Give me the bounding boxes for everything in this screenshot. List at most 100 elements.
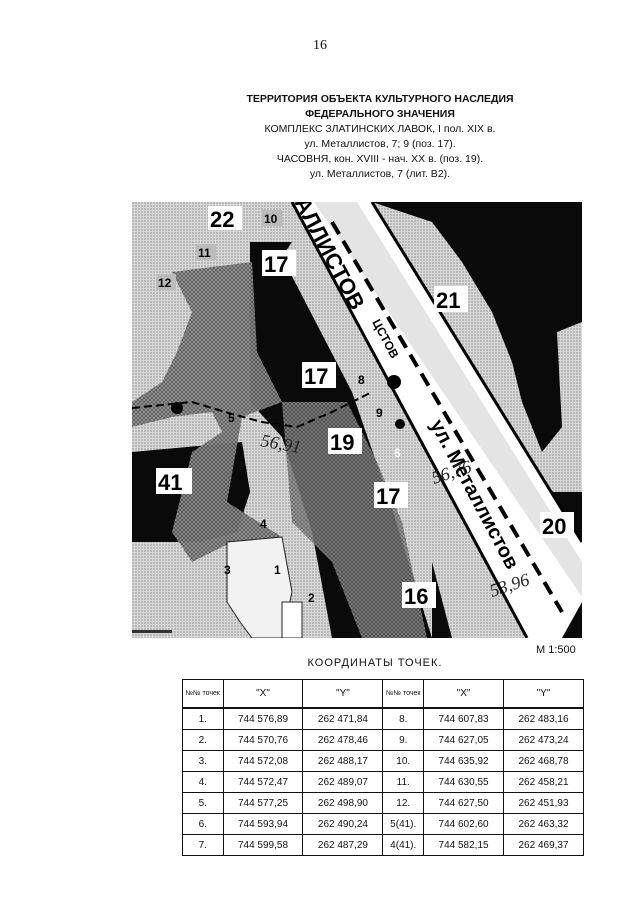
header-point-no: №№ точек bbox=[182, 679, 224, 709]
table-cell: 744 570,76 bbox=[222, 729, 304, 751]
table-cell: 262 469,37 bbox=[503, 834, 584, 856]
table-cell: 262 471,84 bbox=[302, 707, 384, 730]
coordinates-table: №№ точек "X" "Y" №№ точек "X" "Y" 1.744 … bbox=[182, 679, 584, 856]
page-number: 16 bbox=[313, 38, 327, 53]
table-cell: 262 468,78 bbox=[503, 750, 584, 772]
table-cell: 744 599,58 bbox=[222, 834, 304, 856]
point-label-1: 1 bbox=[274, 563, 281, 577]
heritage-territory bbox=[132, 262, 282, 562]
table-cell: 744 576,89 bbox=[222, 707, 304, 730]
table-cell: 6. bbox=[182, 813, 224, 835]
header-x-2: "X" bbox=[423, 679, 505, 709]
title-line-1: ТЕРРИТОРИЯ ОБЪЕКТА КУЛЬТУРНОГО НАСЛЕДИЯ bbox=[246, 93, 514, 105]
table-cell: 4(41). bbox=[382, 834, 425, 856]
point-label-12: 12 bbox=[158, 276, 172, 290]
table-cell: 744 593,94 bbox=[222, 813, 304, 835]
table-cell: 10. bbox=[382, 750, 425, 772]
block-16-mass bbox=[432, 562, 452, 638]
table-cell: 11. bbox=[382, 771, 425, 793]
table-cell: 744 572,08 bbox=[222, 750, 304, 772]
table-cell: 9. bbox=[382, 729, 425, 751]
block-label-21: 21 bbox=[436, 288, 460, 313]
table-cell: 744 582,15 bbox=[423, 834, 505, 856]
table-cell: 744 572,47 bbox=[222, 771, 304, 793]
point-label-3: 3 bbox=[224, 563, 231, 577]
table-cell: 262 490,24 bbox=[302, 813, 384, 835]
table-cell: 5. bbox=[182, 792, 224, 814]
point-label-11: 11 bbox=[198, 246, 211, 260]
title-line-2: ФЕДЕРАЛЬНОГО ЗНАЧЕНИЯ bbox=[305, 108, 455, 120]
street-band bbox=[292, 202, 582, 638]
block-label-16: 16 bbox=[404, 584, 428, 609]
building-small bbox=[281, 601, 303, 638]
scale-ruler bbox=[132, 630, 172, 633]
street-centerline bbox=[330, 220, 564, 614]
title-line-3: КОМПЛЕКС ЗЛАТИНСКИХ ЛАВОК, I пол. XIX в. bbox=[264, 123, 496, 135]
table-cell: 744 635,92 bbox=[423, 750, 505, 772]
boundary-line bbox=[132, 391, 373, 429]
table-cell: 262 478,46 bbox=[302, 729, 384, 751]
table-cell: 262 463,32 bbox=[503, 813, 584, 835]
document-title: ТЕРРИТОРИЯ ОБЪЕКТА КУЛЬТУРНОГО НАСЛЕДИЯ … bbox=[200, 92, 560, 182]
point-label-8: 8 bbox=[358, 373, 365, 387]
table-cell: 7. bbox=[182, 834, 224, 856]
table-cell: 744 577,25 bbox=[222, 792, 304, 814]
site-plan-svg: 22 17 17 21 19 4 1 17 20 16 10 11 12 bbox=[132, 202, 582, 638]
point-label-5: 5 bbox=[228, 411, 235, 425]
table-cell: 262 458,21 bbox=[503, 771, 584, 793]
table-cell: 744 627,05 bbox=[423, 729, 505, 751]
street-edge-left bbox=[290, 202, 529, 638]
block-label-17c: 17 bbox=[376, 484, 400, 509]
table-cell: 262 489,07 bbox=[302, 771, 384, 793]
block-label-17b: 17 bbox=[304, 364, 328, 389]
header-point-no-2: №№ точек bbox=[382, 679, 425, 709]
point-marker-9 bbox=[395, 419, 405, 429]
table-cell: 744 607,83 bbox=[423, 707, 505, 730]
coordinates-title: КООРДИНАТЫ ТОЧЕК. bbox=[307, 657, 443, 669]
street-edge-right bbox=[370, 202, 582, 543]
block-label-17a: 17 bbox=[264, 252, 288, 277]
table-cell: 1. bbox=[182, 707, 224, 730]
header-y-2: "Y" bbox=[503, 679, 584, 709]
table-cell: 12. bbox=[382, 792, 425, 814]
block-label-20: 20 bbox=[542, 514, 566, 539]
table-cell: 744 630,55 bbox=[423, 771, 505, 793]
table-cell: 262 487,29 bbox=[302, 834, 384, 856]
map-scale: М 1:500 bbox=[536, 644, 576, 656]
table-cell: 8. bbox=[382, 707, 425, 730]
title-line-4: ул. Металлистов, 7; 9 (поз. 17). bbox=[304, 138, 456, 150]
point-label-9: 9 bbox=[376, 406, 383, 420]
point-marker-8 bbox=[387, 375, 401, 389]
table-cell: 5(41). bbox=[382, 813, 425, 835]
heritage-territory-2 bbox=[282, 402, 427, 638]
point-marker-5 bbox=[171, 402, 183, 414]
table-cell: 262 498,90 bbox=[302, 792, 384, 814]
site-plan-map: 22 17 17 21 19 4 1 17 20 16 10 11 12 bbox=[132, 202, 582, 638]
table-cell: 3. bbox=[182, 750, 224, 772]
block-label-19: 19 bbox=[330, 430, 354, 455]
building-light bbox=[226, 536, 293, 638]
title-line-6: ул. Металлистов, 7 (лит. В2). bbox=[309, 168, 451, 180]
table-cell: 4. bbox=[182, 771, 224, 793]
table-cell: 262 483,16 bbox=[503, 707, 584, 730]
title-line-5: ЧАСОВНЯ, кон. XVIII - нач. XX в. (поз. 1… bbox=[276, 153, 484, 165]
coordinates-header-row: №№ точек "X" "Y" №№ точек "X" "Y" bbox=[182, 679, 584, 709]
block-label-22: 22 bbox=[210, 207, 234, 232]
point-label-10: 10 bbox=[264, 212, 278, 226]
table-cell: 744 602,60 bbox=[423, 813, 505, 835]
point-label-4: 4 bbox=[260, 517, 267, 531]
table-cell: 262 451,93 bbox=[503, 792, 584, 814]
header-y: "Y" bbox=[302, 679, 384, 709]
street-inner bbox=[314, 202, 582, 597]
point-label-2: 2 bbox=[308, 591, 315, 605]
table-cell: 2. bbox=[182, 729, 224, 751]
table-cell: 262 488,17 bbox=[302, 750, 384, 772]
block-21-mass bbox=[372, 202, 582, 452]
table-cell: 744 627,50 bbox=[423, 792, 505, 814]
point-label-6: 6 bbox=[394, 446, 401, 460]
